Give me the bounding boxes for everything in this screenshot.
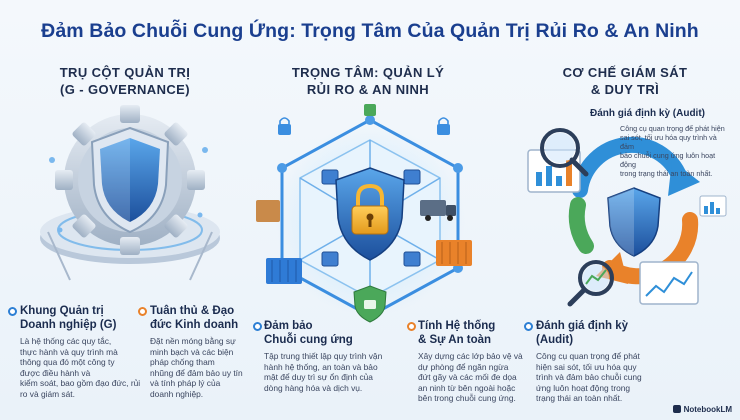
gear-shield-icon — [40, 105, 220, 281]
title-line: & Sự An toàn — [418, 334, 492, 346]
notebooklm-brand: NotebookLM — [672, 405, 732, 414]
text-line: sai sót, tối ưu hóa quy trình và đảm — [620, 133, 717, 151]
text-line: mật để duy trì sự ổn định của — [264, 372, 373, 383]
text-line: kiểm soát, bao gồm đạo đức, rủi — [20, 378, 141, 389]
text-line: và tính pháp lý của — [150, 378, 221, 389]
text-line: thực hành và quy trình mà — [20, 346, 118, 357]
small-shield-icon — [353, 285, 387, 323]
text-line: Công cụ quan trọng để phát — [536, 351, 640, 361]
governance-heading: TRỤ CỘT QUẢN TRỊ (G - GOVERNANCE) — [40, 64, 210, 98]
text-line: bên trong chuỗi cung ứng. — [418, 393, 516, 404]
governance-heading-line1: TRỤ CỘT QUẢN TRỊ — [59, 65, 191, 80]
magnifier-chart-icon — [527, 128, 727, 307]
compliance-ethics-title: Tuân thủ & Đạo đức Kinh doanh — [150, 304, 260, 332]
text-line: dự phòng để ngăn ngừa — [418, 361, 509, 372]
title-line: (Audit) — [536, 334, 574, 346]
title-line: Chuỗi cung ứng — [264, 334, 353, 346]
text-line: hiện sai sót, tối ưu hóa quy — [536, 361, 637, 372]
notebooklm-logo-icon — [672, 405, 681, 413]
text-line: Tập trung thiết lập quy trình vận — [264, 351, 383, 361]
text-line: ứng luôn hoạt động trong — [536, 382, 631, 393]
supply-chain-assurance-title: Đảm bảo Chuỗi cung ứng — [264, 319, 394, 347]
text-line: ro và giám sát. — [20, 388, 75, 399]
monitoring-heading-line1: CƠ CHẾ GIÁM SÁT — [562, 65, 688, 80]
text-line: thông qua đó một công ty — [20, 357, 115, 368]
risk-heading: TRỌNG TÂM: QUẢN LÝ RỦI RO & AN NINH — [268, 64, 468, 98]
title-line: Tính Hệ thống — [418, 320, 496, 332]
text-line: Xây dựng các lớp bảo vệ và — [418, 351, 523, 361]
governance-framework-title: Khung Quản trị Doanh nghiệp (G) — [20, 304, 140, 332]
network-icon — [256, 104, 472, 323]
risk-heading-line2: RỦI RO & AN NINH — [306, 82, 430, 97]
text-line: doanh nghiệp. — [150, 388, 204, 399]
text-line: trong trạng thái an toàn nhất. — [620, 169, 713, 178]
systematic-safety-title: Tính Hệ thống & Sự An toàn — [418, 319, 528, 347]
text-line: dòng hàng hóa và dịch vụ. — [264, 382, 363, 393]
text-line: Công cụ quan trọng để phát hiện — [620, 124, 725, 133]
title-line: Doanh nghiệp (G) — [20, 319, 117, 331]
text-line: Là hệ thống các quy tắc, — [20, 336, 112, 346]
small-padlock-icon — [278, 104, 450, 135]
title-line: đức Kinh doanh — [150, 319, 239, 331]
padlock-icon — [335, 167, 405, 261]
text-line: bảo chuỗi cung ứng luôn hoạt động — [620, 151, 716, 169]
systematic-safety-text: Xây dựng các lớp bảo vệ và dự phòng để n… — [418, 351, 528, 404]
audit-callout-text: Công cụ quan trọng để phát hiện sai sót,… — [620, 124, 732, 178]
text-line: trình và đảm bảo chuỗi cung — [536, 372, 642, 383]
title-line: Khung Quản trị — [20, 305, 104, 317]
bullet-dot — [138, 307, 147, 316]
compliance-ethics-text: Đặt nền móng bằng sự minh bạch và các bi… — [150, 336, 260, 400]
page-title: Đảm Bảo Chuỗi Cung Ứng: Trọng Tâm Của Qu… — [41, 20, 699, 42]
periodic-audit-text: Công cụ quan trọng để phát hiện sai sót,… — [536, 351, 666, 404]
text-line: Đặt nền móng bằng sự — [150, 336, 236, 346]
risk-heading-line1: TRỌNG TÂM: QUẢN LÝ — [291, 65, 445, 80]
cycle-arrows-icon — [568, 136, 700, 285]
title-line: Đảm bảo — [264, 320, 313, 332]
text-line: minh bạch và các biện — [150, 346, 234, 357]
text-line: đứt gãy và các mối đe dọa — [418, 372, 517, 383]
governance-heading-line2: (G - GOVERNANCE) — [60, 82, 190, 97]
brand-label: NotebookLM — [683, 405, 732, 414]
text-line: được điều hành và — [20, 367, 91, 378]
bullet-dot — [524, 322, 533, 331]
text-line: an ninh từ bên ngoài hoặc — [418, 382, 516, 393]
bullet-dot — [407, 322, 416, 331]
periodic-audit-title: Đánh giá định kỳ (Audit) — [536, 319, 686, 347]
title-line: Tuân thủ & Đạo — [150, 305, 235, 317]
governance-framework-text: Là hệ thống các quy tắc, thực hành và qu… — [20, 336, 145, 400]
truck-icon — [420, 200, 456, 221]
bullet-dot — [253, 322, 262, 331]
supply-chain-assurance-text: Tập trung thiết lập quy trình vận hành h… — [264, 351, 404, 393]
container-icon — [256, 200, 472, 284]
monitoring-heading-line2: & DUY TRÌ — [590, 82, 660, 97]
text-line: nhũng để đảm bảo uy tín — [150, 367, 243, 378]
audit-callout-title: Đánh giá định kỳ (Audit) — [590, 108, 705, 119]
bullet-dot — [8, 307, 17, 316]
text-line: pháp chống tham — [150, 357, 215, 368]
title-line: Đánh giá định kỳ — [536, 320, 629, 332]
text-line: hành hệ thống, an toàn và bảo — [264, 361, 378, 372]
monitoring-heading: CƠ CHẾ GIÁM SÁT & DUY TRÌ — [545, 64, 705, 98]
text-line: trạng thái an toàn nhất. — [536, 393, 623, 404]
